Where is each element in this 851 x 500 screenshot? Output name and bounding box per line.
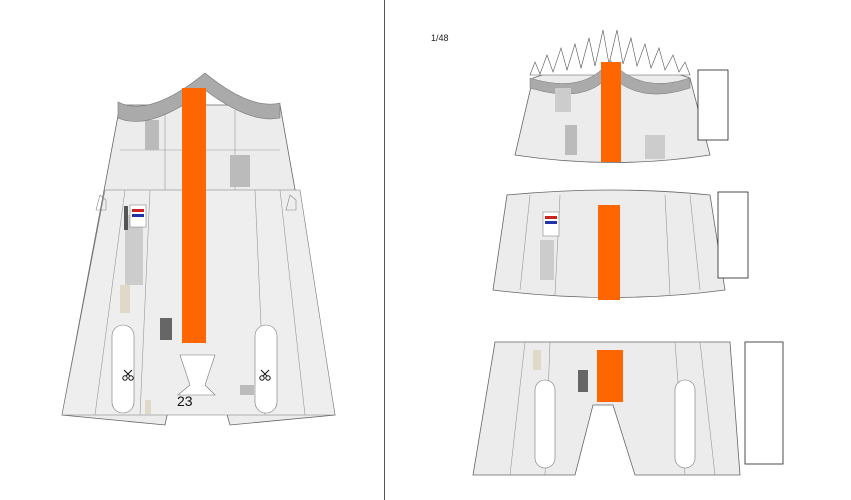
- left-center-notch: [177, 354, 216, 396]
- part-number-label: 23: [177, 393, 193, 409]
- left-detail-block: [230, 155, 250, 187]
- right-middle-stripe: [598, 205, 620, 300]
- left-slot: [254, 324, 278, 414]
- left-side-tab: [285, 194, 297, 211]
- right-top-stripe: [601, 62, 621, 162]
- left-side-tab: [95, 194, 107, 211]
- right-top-spikes: [529, 29, 691, 76]
- sheet-divider: [384, 0, 385, 500]
- right-bottom-slot: [674, 379, 696, 469]
- left-template-drawing: [61, 72, 336, 426]
- right-bottom-tab: [744, 341, 784, 465]
- left-collar: [117, 72, 281, 122]
- right-middle-lines: [519, 194, 701, 296]
- left-detail-block: [120, 285, 130, 313]
- left-sheet: 23: [0, 0, 384, 500]
- right-template-drawing: [472, 29, 784, 476]
- left-detail-block: [145, 120, 159, 150]
- right-bottom-stripe: [597, 350, 623, 402]
- left-detail-block: [125, 215, 143, 285]
- right-middle-tab: [717, 191, 749, 279]
- scissors-icon: [122, 369, 134, 381]
- right-sheet: 1/48: [385, 0, 851, 500]
- right-bottom-slot: [534, 379, 556, 469]
- left-detail-dark: [160, 318, 172, 340]
- left-accent-stripe: [182, 88, 206, 343]
- scissors-icon: [259, 369, 271, 381]
- right-top-tab: [697, 69, 729, 141]
- page-counter: 1/48: [431, 33, 449, 43]
- left-slot: [111, 324, 135, 414]
- right-top-collar: [529, 59, 691, 95]
